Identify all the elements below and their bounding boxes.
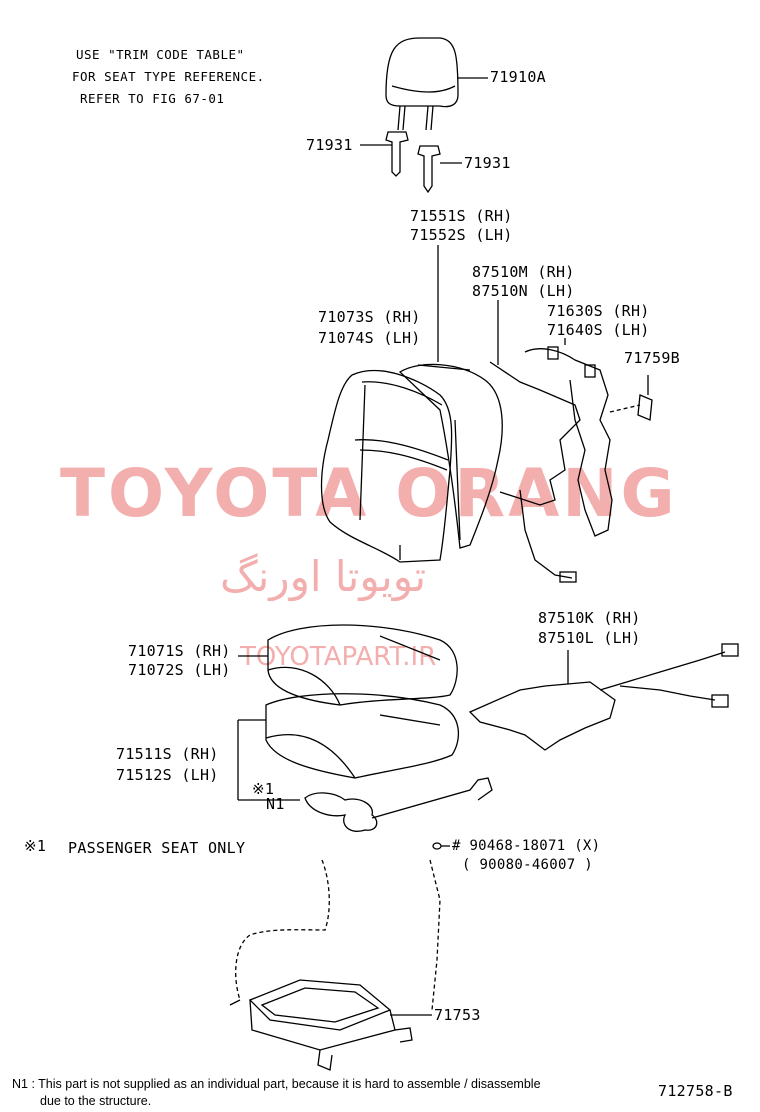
part-label-cushion-heater-lh[interactable]: 87510L (LH): [538, 629, 641, 647]
part-label-undertray[interactable]: 71753: [434, 1006, 481, 1024]
seat-frame-drawing: [229, 842, 450, 1071]
seatback-cover-drawing: [320, 369, 453, 563]
part-label-lumbar-rh[interactable]: 71630S (RH): [547, 302, 650, 320]
watermark-url: TOYOTAPART.IR: [240, 642, 437, 672]
headrest-drawing: [385, 37, 488, 131]
seatback-frame-drawing: [398, 245, 503, 549]
part-label-cushion-cover-lh[interactable]: 71072S (LH): [128, 661, 231, 679]
part-label-back-cover-lh[interactable]: 71074S (LH): [318, 329, 421, 347]
part-label-cushion-heater-rh[interactable]: 87510K (RH): [538, 609, 641, 627]
occupant-sensor-drawing: [304, 777, 493, 832]
part-label-cushion-pad-lh[interactable]: 71512S (LH): [116, 766, 219, 784]
part-label-clip[interactable]: 71759B: [624, 349, 680, 367]
passenger-note-text: PASSENGER SEAT ONLY: [68, 839, 246, 857]
part-label-bolt[interactable]: # 90468-18071 (X): [452, 838, 601, 854]
cushion-cover-drawing: [238, 624, 458, 706]
cushion-pad-drawing: [237, 693, 460, 801]
cushion-heater-drawing: [468, 643, 739, 751]
part-label-sensor-mark: ※1: [252, 780, 275, 798]
footnote-line1: N1 : This part is not supplied as an ind…: [12, 1077, 541, 1091]
part-label-guide-right[interactable]: 71931: [464, 154, 511, 172]
watermark-persian: تویوتا اورنگ: [220, 552, 427, 601]
part-label-cushion-pad-rh[interactable]: 71511S (RH): [116, 745, 219, 763]
part-label-back-frame-rh[interactable]: 71551S (RH): [410, 207, 513, 225]
figure-id: 712758-B: [658, 1082, 733, 1100]
lumbar-support-drawing: [524, 338, 653, 537]
part-label-guide-left[interactable]: 71931: [306, 136, 353, 154]
part-label-back-heater-rh[interactable]: 87510M (RH): [472, 263, 575, 281]
part-label-bolt-alt[interactable]: ( 90080-46007 ): [462, 857, 593, 873]
part-label-back-heater-lh[interactable]: 87510N (LH): [472, 282, 575, 300]
trim-code-note-line2: FOR SEAT TYPE REFERENCE.: [72, 69, 265, 84]
part-label-lumbar-lh[interactable]: 71640S (LH): [547, 321, 650, 339]
part-label-back-frame-lh[interactable]: 71552S (LH): [410, 226, 513, 244]
part-label-sensor-n1[interactable]: N1: [266, 795, 285, 813]
footnote-line2: due to the structure.: [40, 1094, 152, 1108]
watermark-latin: TOYOTA ORANG: [60, 455, 678, 532]
part-label-cushion-cover-rh[interactable]: 71071S (RH): [128, 642, 231, 660]
seatback-heater-drawing: [489, 300, 581, 583]
trim-code-note-line1: USE "TRIM CODE TABLE": [76, 47, 245, 62]
passenger-note-mark: ※1: [24, 837, 47, 855]
part-label-headrest[interactable]: 71910A: [490, 68, 546, 86]
part-label-back-cover-rh[interactable]: 71073S (RH): [318, 308, 421, 326]
headrest-guides-drawing: [360, 131, 462, 194]
trim-code-note-line3: REFER TO FIG 67-01: [80, 91, 225, 106]
